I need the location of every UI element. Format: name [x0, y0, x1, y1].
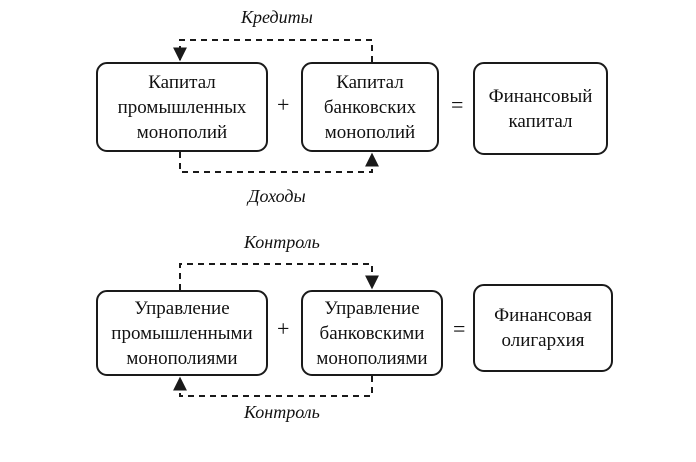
industrial-management-box: Управление промышленными монополиями [96, 290, 268, 376]
bank-management-box: Управление банковскими монополиями [301, 290, 443, 376]
financial-oligarchy-box: Финансовая олигархия [473, 284, 613, 372]
income-label: Доходы [248, 186, 306, 206]
industrial-capital-text: Капитал промышленных монополий [117, 71, 247, 143]
bank-capital-text: Капитал банковских монополий [323, 71, 417, 143]
plus-sign-2: + [277, 316, 290, 341]
industrial-management-text: Управление промышленными монополиями [111, 297, 253, 369]
control-top-arrow [179, 263, 379, 290]
control-bottom-arrow [173, 376, 373, 397]
bank-management-text: Управление банковскими монополиями [316, 297, 428, 369]
equals-sign: = [451, 92, 464, 117]
plus-sign: + [277, 92, 290, 117]
control-bottom-label: Контроль [244, 402, 320, 422]
income-arrow [179, 152, 379, 173]
financial-capital-box: Финансовый капитал [473, 62, 608, 155]
equals-sign-2: = [453, 316, 466, 341]
industrial-capital-box: Капитал промышленных монополий [96, 62, 268, 152]
bank-capital-box: Капитал банковских монополий [301, 62, 439, 152]
credits-arrow [173, 39, 373, 62]
financial-capital-text: Финансовый капитал [488, 85, 593, 132]
control-top-label: Контроль [244, 232, 320, 252]
financial-oligarchy-text: Финансовая олигархия [494, 305, 592, 351]
credits-label: Кредиты [241, 7, 313, 27]
